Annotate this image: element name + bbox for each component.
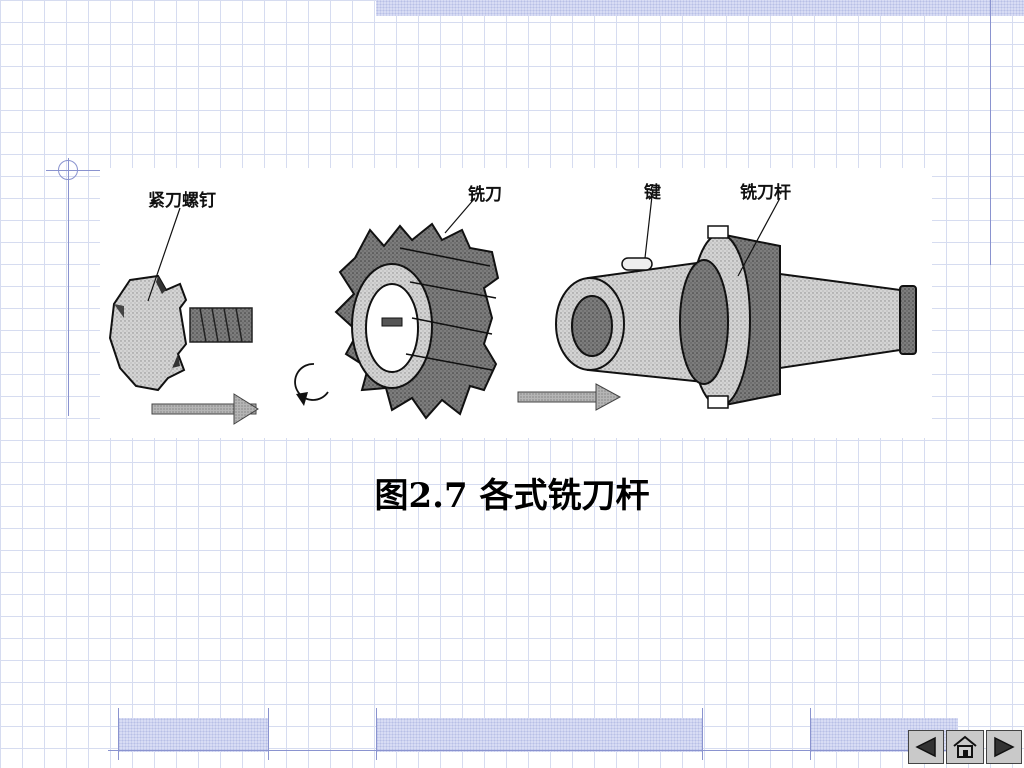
bottom-tick-4 <box>702 708 703 760</box>
label-key: 键 <box>644 183 661 203</box>
lock-screw-shape <box>108 274 253 392</box>
bottom-tick-2 <box>268 708 269 760</box>
direction-arrow-2 <box>517 383 622 411</box>
arbor-shape <box>555 225 917 409</box>
right-accent-line <box>990 0 991 265</box>
figure-illustration: 紧刀螺钉 铣刀 键 铣刀杆 <box>100 168 932 438</box>
bottom-decor-bar-1 <box>118 718 268 752</box>
milling-arbor-drawing <box>108 195 917 425</box>
rotation-arrow <box>294 363 329 401</box>
milling-cutter-shape <box>334 222 500 420</box>
bottom-tick-3 <box>376 708 377 760</box>
direction-arrow-1 <box>151 393 259 425</box>
bottom-accent-line <box>108 750 964 751</box>
left-triangle-icon <box>915 736 936 758</box>
left-accent-vline <box>68 158 69 416</box>
next-slide-button[interactable] <box>986 730 1022 764</box>
figure-caption: 图2.7 各式铣刀杆 <box>374 476 650 516</box>
label-milling-cutter: 铣刀 <box>468 185 502 205</box>
prev-slide-button[interactable] <box>908 730 944 764</box>
label-lock-screw: 紧刀螺钉 <box>148 191 216 211</box>
label-arbor: 铣刀杆 <box>740 183 791 203</box>
crosshair-circle <box>58 160 78 180</box>
bottom-tick-5 <box>810 708 811 760</box>
bottom-decor-bar-2 <box>376 718 702 752</box>
house-icon <box>953 735 977 758</box>
home-button[interactable] <box>946 730 984 764</box>
right-triangle-icon <box>994 736 1015 758</box>
top-decor-bar <box>376 0 1024 16</box>
bottom-tick-1 <box>118 708 119 760</box>
